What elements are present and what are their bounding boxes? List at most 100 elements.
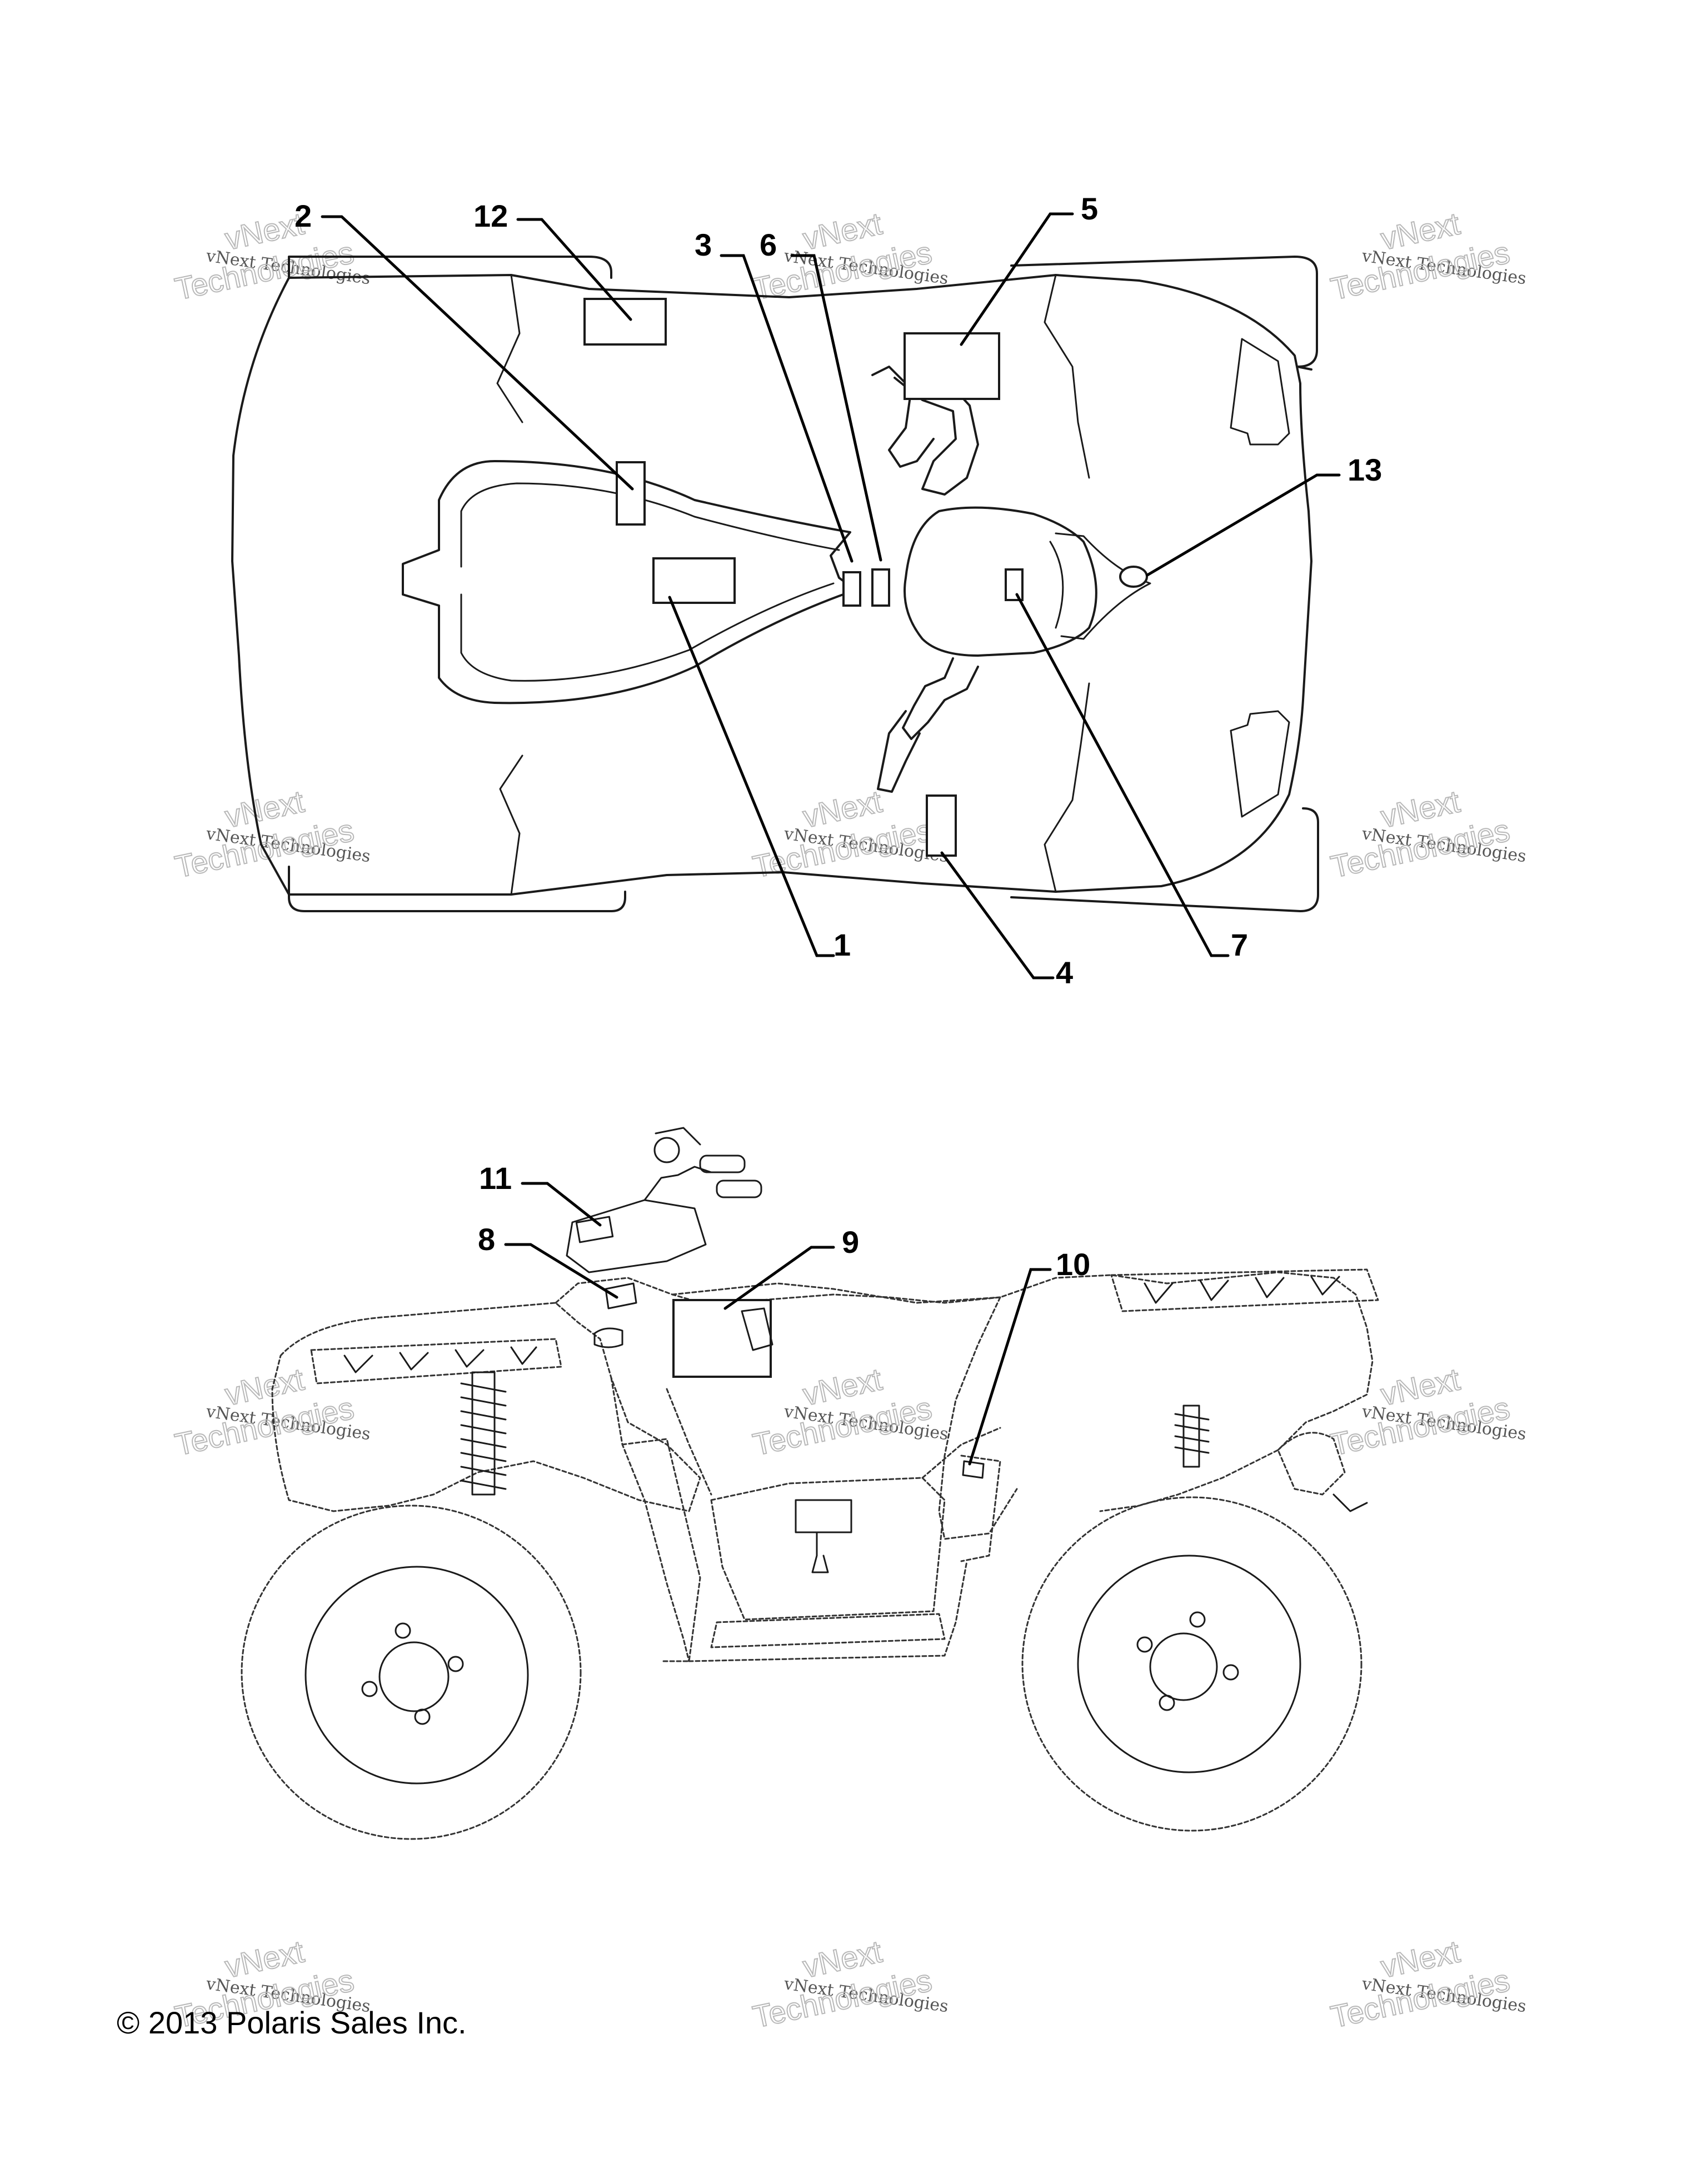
front-fender — [938, 1296, 1018, 1540]
watermark: vNext vNext Technologies Technologies — [749, 783, 949, 884]
rear-side-panel — [610, 1377, 690, 1662]
handlebar-grip-side — [699, 1155, 746, 1173]
rear-hub — [378, 1641, 450, 1712]
atv-body-outline — [231, 274, 1312, 896]
footwell-outline — [710, 1477, 946, 1621]
front-fender-top-right — [1010, 256, 1318, 371]
watermark: vNext vNext Technologies Technologies — [171, 1361, 371, 1462]
leader-3 — [720, 254, 854, 563]
headlight-pod — [1055, 532, 1151, 640]
front-fender-bottom-right — [1010, 807, 1319, 912]
front-rack-seam-top — [1044, 274, 1090, 479]
front-rack-teeth — [1144, 1276, 1340, 1304]
leader-13 — [1146, 473, 1341, 577]
watermark: vNext vNext Technologies Technologies — [1327, 783, 1527, 884]
decal-5 — [904, 332, 1000, 400]
leader-1 — [668, 596, 835, 957]
decal-3 — [842, 571, 861, 607]
front-rack-seam-bottom — [1044, 682, 1090, 893]
handlebar-clamp — [653, 1137, 680, 1163]
shift-lever — [811, 1532, 829, 1573]
top-view-callouts: 2 12 3 6 5 13 1 4 7 — [295, 191, 1382, 990]
front-tire-outer — [1021, 1496, 1362, 1832]
decal-10 — [962, 1460, 985, 1479]
watermark: vNext vNext Technologies Technologies — [1327, 205, 1527, 307]
front-lug-nut — [1159, 1695, 1175, 1711]
copyright-notice: © 2013 Polaris Sales Inc. — [117, 2005, 467, 2040]
steering-pod — [904, 506, 1097, 657]
lower-frame — [666, 1388, 1001, 1496]
front-wheel — [1021, 1496, 1362, 1832]
handlebar-left — [894, 371, 979, 496]
decal-12 — [583, 298, 667, 346]
decal-2 — [616, 461, 646, 526]
callout-13: 13 — [1347, 452, 1382, 487]
leader-12 — [516, 218, 632, 321]
callout-4: 4 — [1056, 955, 1073, 990]
handlebar-grip-right — [877, 710, 921, 793]
atv-top-view — [231, 256, 1319, 912]
watermark: vNext vNext Technologies Technologies — [749, 1361, 949, 1462]
watermark: vNext vNext Technologies Technologies — [1327, 1361, 1527, 1462]
leader-10 — [968, 1268, 1052, 1466]
rear-shock-spring — [460, 1382, 507, 1490]
front-lug-nut — [1189, 1611, 1206, 1628]
leader-5 — [960, 212, 1074, 346]
watermark: vNext vNext Technologies Technologies — [749, 205, 949, 307]
rear-fender-bottom-left — [288, 866, 626, 912]
decal-13 — [1119, 566, 1148, 588]
rear-wheel — [241, 1505, 582, 1840]
rear-lug-nut — [447, 1656, 464, 1672]
handlebar-right — [902, 657, 979, 740]
rear-fender-top-left — [288, 256, 612, 279]
front-vent-bottom — [1230, 710, 1290, 818]
watermark: vNext vNext Technologies Technologies — [1327, 1933, 1527, 2035]
leader-8 — [504, 1243, 618, 1299]
rear-shock-body — [471, 1371, 496, 1496]
leader-11 — [521, 1182, 602, 1227]
decal-7 — [1005, 568, 1024, 601]
decal-6 — [871, 568, 890, 607]
front-bumper-bar — [1332, 1493, 1368, 1512]
callout-5: 5 — [1081, 191, 1098, 226]
front-rack — [1110, 1268, 1379, 1312]
handlebar-grip-side-lower — [716, 1180, 762, 1198]
rear-tire-outer — [241, 1505, 582, 1840]
callout-6: 6 — [760, 227, 777, 262]
decal-9 — [672, 1299, 772, 1378]
callout-11: 11 — [479, 1161, 512, 1196]
rear-rack — [310, 1338, 562, 1385]
gas-cap — [593, 1327, 623, 1348]
rear-rim — [305, 1566, 529, 1785]
front-rim — [1077, 1555, 1301, 1773]
steering-pod-side — [566, 1199, 707, 1273]
footwell-box — [795, 1499, 852, 1533]
callout-3: 3 — [695, 227, 712, 262]
leader-2 — [321, 215, 634, 491]
front-vent-top — [1230, 338, 1290, 446]
seat-outline — [402, 460, 857, 704]
rear-rack-seam-top — [496, 274, 523, 423]
leader-6 — [790, 254, 882, 562]
rear-lug-nut — [361, 1681, 378, 1697]
watermark: vNext vNext Technologies Technologies — [749, 1933, 949, 2035]
seat-top — [671, 1282, 1001, 1304]
callout-7: 7 — [1231, 927, 1248, 962]
front-hub — [1149, 1632, 1218, 1701]
front-shock — [1174, 1405, 1210, 1468]
rear-rack-teeth — [343, 1346, 537, 1373]
handlebar-grip-left — [871, 366, 935, 468]
watermark: vNext vNext Technologies Technologies — [171, 783, 371, 884]
side-view-callouts: 11 8 9 10 — [478, 1161, 1090, 1466]
footrest — [710, 1613, 946, 1648]
callout-12: 12 — [473, 198, 508, 233]
seat-inner-line-lower — [460, 582, 835, 682]
leader-7 — [1015, 593, 1230, 957]
leader-4 — [940, 851, 1055, 979]
rear-rack-seam-bottom — [499, 754, 523, 896]
decal-4 — [926, 794, 957, 857]
rear-shock — [460, 1371, 507, 1496]
callout-2: 2 — [295, 198, 312, 233]
front-lug-nut — [1136, 1636, 1153, 1653]
